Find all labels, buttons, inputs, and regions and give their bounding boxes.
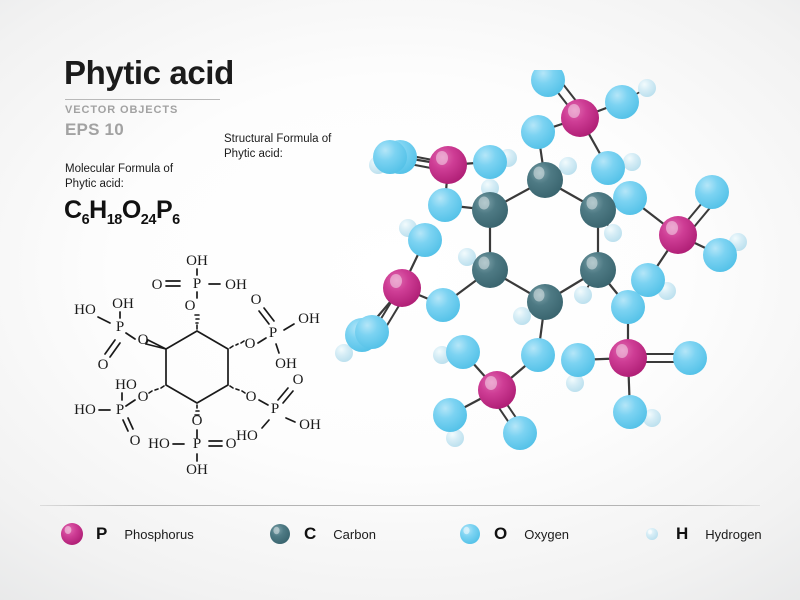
formula-sub-c: 6 bbox=[81, 212, 90, 228]
phosphorus-bead-icon bbox=[61, 523, 83, 545]
legend-item-oxygen: O Oxygen bbox=[458, 512, 569, 556]
skeletal-label-bottom-p: P bbox=[193, 436, 201, 452]
legend-item-phosphorus: P Phosphorus bbox=[60, 512, 194, 556]
bond-ul-p-o-double-b bbox=[109, 342, 121, 358]
legend-symbol-hydrogen: H bbox=[676, 524, 689, 543]
legend-name-oxygen: Oxygen bbox=[524, 526, 570, 542]
skeletal-label-top-oh-right: OH bbox=[225, 277, 247, 293]
skeletal-label-lr-oh-right: OH bbox=[299, 417, 321, 433]
formula-sub-o: 24 bbox=[140, 212, 157, 228]
oxygen-atoms bbox=[345, 70, 737, 450]
bond-ur-p-o-double-b bbox=[263, 307, 275, 322]
bond-lr-p-ho bbox=[261, 419, 270, 429]
skeletal-label-ul-oh-up: OH bbox=[112, 296, 134, 312]
bond-lr-o-p bbox=[258, 399, 269, 406]
skeletal-label-bottom-ester-o: O bbox=[192, 413, 203, 429]
skeletal-label-ul-ho: HO bbox=[74, 302, 96, 318]
skeletal-label-lr-ester-o: O bbox=[246, 389, 257, 405]
skeletal-label-lr-o-double: O bbox=[293, 372, 304, 388]
structural-caption-line-2: Phytic acid: bbox=[224, 148, 283, 160]
molecular-model-3d bbox=[335, 70, 747, 450]
bond-ul-o-p bbox=[125, 332, 136, 340]
skeletal-label-ul-p: P bbox=[116, 319, 124, 335]
oxygen-bead-icon bbox=[460, 524, 480, 544]
skeletal-label-ur-oh-down: OH bbox=[275, 356, 297, 372]
skeletal-label-lr-ho: HO bbox=[236, 428, 258, 444]
stereo-wedges bbox=[144, 314, 246, 416]
legend-divider bbox=[40, 505, 760, 506]
legend-name-hydrogen: Hydrogen bbox=[705, 526, 762, 542]
skeletal-label-ur-o-double: O bbox=[251, 292, 262, 308]
bond-ur-o-p bbox=[257, 337, 267, 344]
carbon-atoms bbox=[472, 162, 616, 320]
structural-formula-caption: Structural Formula of Phytic acid: bbox=[224, 132, 374, 162]
bond-lr-p-o-double-b bbox=[282, 390, 294, 404]
legend: P Phosphorus C Carbon O bbox=[40, 512, 770, 562]
molecular-formula: C6H18O24P6 bbox=[64, 196, 180, 228]
molecular-caption-line-2: Phytic acid: bbox=[65, 178, 124, 190]
skeletal-label-ll-ho-left: HO bbox=[74, 402, 96, 418]
formula-sub-p: 6 bbox=[172, 212, 180, 228]
legend-symbol-carbon: C bbox=[304, 524, 317, 543]
bond-ur-p-o-double-a bbox=[258, 310, 270, 325]
structural-formula-diagram: O P OH O OH O P OH HO O O P bbox=[74, 253, 321, 478]
legend-name-carbon: Carbon bbox=[333, 526, 376, 542]
formula-sub-h: 18 bbox=[106, 212, 123, 228]
formula-element-h: H bbox=[89, 196, 107, 224]
skeletal-label-ur-p: P bbox=[269, 325, 277, 341]
title-divider bbox=[65, 99, 220, 100]
bond-ur-p-oh-down bbox=[275, 343, 280, 354]
vector-objects-label: VECTOR OBJECTS bbox=[65, 104, 179, 116]
structural-caption-line-1: Structural Formula of bbox=[224, 133, 332, 145]
phosphorus-atoms bbox=[383, 99, 697, 409]
skeletal-label-ll-ester-o: O bbox=[138, 389, 149, 405]
sphere-highlights bbox=[390, 104, 678, 390]
bond-ll-p-o-double-b bbox=[127, 417, 134, 430]
bond-lr-p-o-double-a bbox=[277, 387, 289, 401]
bond-ll-p-o-double-a bbox=[122, 419, 129, 432]
bond-ur-p-oh-right bbox=[283, 323, 295, 331]
legend-name-phosphorus: Phosphorus bbox=[124, 526, 194, 542]
molecular-formula-caption: Molecular Formula of Phytic acid: bbox=[65, 162, 225, 192]
skeletal-label-bottom-oh: OH bbox=[186, 462, 208, 478]
formula-element-p: P bbox=[155, 196, 173, 224]
hydrogen-bead-icon bbox=[646, 528, 658, 540]
legend-symbol-oxygen: O bbox=[494, 524, 508, 543]
legend-item-hydrogen: H Hydrogen bbox=[640, 512, 762, 556]
skeletal-label-top-p: P bbox=[193, 276, 201, 292]
formula-element-c: C bbox=[64, 196, 82, 224]
skeletal-label-ll-p: P bbox=[116, 402, 124, 418]
page-title: Phytic acid bbox=[64, 54, 234, 91]
legend-item-carbon: C Carbon bbox=[268, 512, 376, 556]
skeletal-label-ur-ester-o: O bbox=[245, 336, 256, 352]
skeletal-label-ul-ester-o: O bbox=[138, 332, 149, 348]
skeletal-label-ll-o-double: O bbox=[130, 433, 141, 449]
molecular-caption-line-1: Molecular Formula of bbox=[65, 163, 174, 175]
skeletal-label-bottom-ho: HO bbox=[148, 436, 170, 452]
skeletal-label-ur-oh-right: OH bbox=[298, 311, 320, 327]
skeletal-label-lr-p: P bbox=[271, 401, 279, 417]
inositol-ring bbox=[165, 330, 229, 404]
skeletal-label-top-o-double: O bbox=[152, 277, 163, 293]
bond-ul-p-ho bbox=[97, 316, 111, 324]
skeletal-label-top-ester-o: O bbox=[185, 298, 196, 314]
carbon-bead-icon bbox=[270, 524, 290, 544]
skeletal-label-ll-ho-up: HO bbox=[115, 377, 137, 393]
bond-ul-p-o-double-a bbox=[104, 339, 116, 355]
skeletal-label-bottom-o-double: O bbox=[226, 436, 237, 452]
formula-element-o: O bbox=[121, 196, 141, 224]
skeletal-label-ul-o-double: O bbox=[98, 357, 109, 373]
eps-version-label: EPS 10 bbox=[65, 120, 124, 139]
bond-lr-p-oh-right bbox=[285, 417, 296, 423]
skeletal-label-top-oh-up: OH bbox=[186, 253, 208, 269]
bond-ll-o-p bbox=[125, 399, 136, 407]
legend-symbol-phosphorus: P bbox=[96, 524, 108, 543]
